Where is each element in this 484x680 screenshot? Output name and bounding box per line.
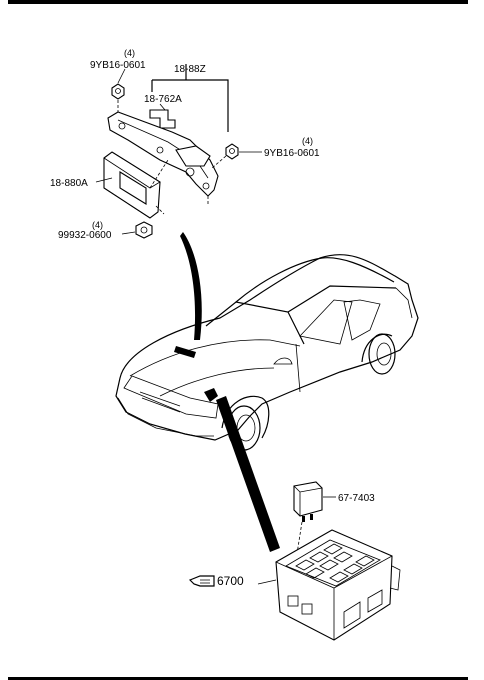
relay-label: 67-7403 xyxy=(338,493,375,504)
nut-bottom xyxy=(121,221,153,239)
nut-bottom-code: 99932-0600 xyxy=(58,230,112,241)
nut-top xyxy=(111,68,126,112)
ecu-location-mark xyxy=(174,346,196,358)
callout-labels: (4) 9YB16-0601 18-88Z 18-762A (4) 9YB16-… xyxy=(50,48,375,588)
nut-top-qty: (4) xyxy=(124,48,135,58)
frame xyxy=(8,0,468,680)
bracket-part-label: 18-762A xyxy=(144,94,182,105)
main-bracket xyxy=(107,111,219,206)
pointer-arrows xyxy=(180,232,280,552)
bracket-assy-label: 18-88Z xyxy=(174,64,206,75)
relay xyxy=(293,481,336,561)
nut-top-code: 9YB16-0601 xyxy=(90,60,146,71)
ref-group-label: 6700 xyxy=(217,574,244,588)
fuse-box xyxy=(257,529,401,641)
car-illustration xyxy=(115,254,419,451)
top-assembly xyxy=(95,64,262,239)
control-unit-label: 18-880A xyxy=(50,178,88,189)
nut-right-code: 9YB16-0601 xyxy=(264,148,320,159)
hand-pointer-icon xyxy=(188,575,215,587)
control-unit xyxy=(95,151,169,219)
nut-right xyxy=(211,143,262,169)
relay-location-mark xyxy=(204,388,218,402)
nut-bottom-qty: (4) xyxy=(92,220,103,230)
nut-right-qty: (4) xyxy=(302,136,313,146)
